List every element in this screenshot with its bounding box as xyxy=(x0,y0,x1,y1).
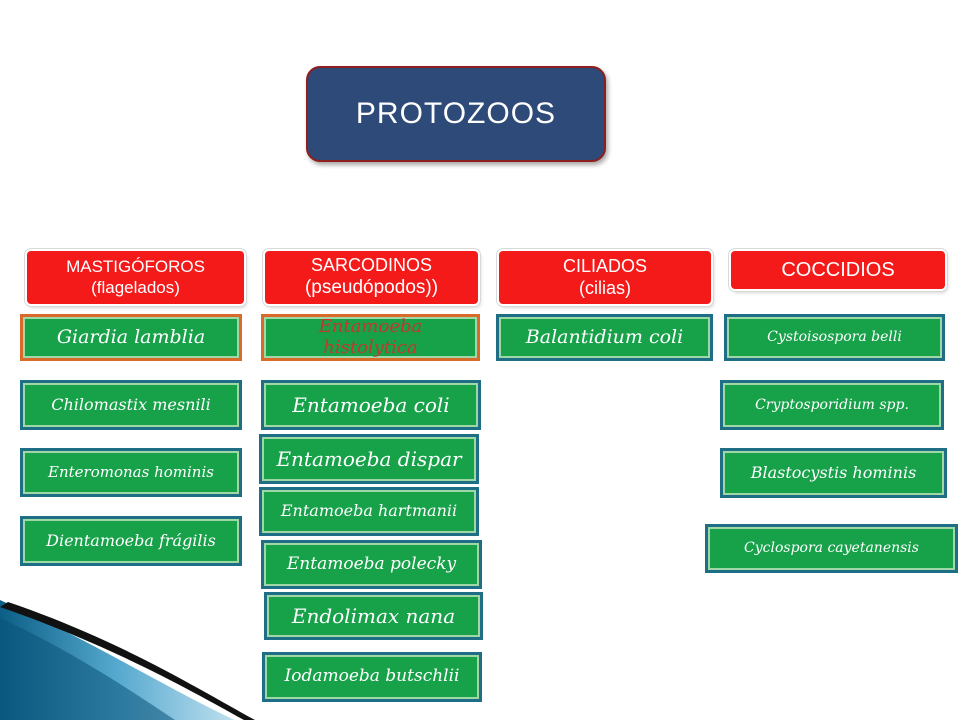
item-cyclospora-cayetanensis: Cyclospora cayetanensis xyxy=(705,524,958,573)
header-ciliados-title: CILIADOS xyxy=(562,255,648,276)
header-mastigoforos-subtitle: (flagelados) xyxy=(91,277,180,297)
header-coccidios: COCCIDIOS xyxy=(731,251,945,289)
item-cystoisospora-belli: Cystoisospora belli xyxy=(724,314,945,361)
item-giardia-lamblia: Giardia lamblia xyxy=(20,314,242,361)
header-mastigoforos-title: MASTIGÓFOROS xyxy=(66,257,205,277)
header-ciliados-subtitle: (cilias) xyxy=(579,277,631,298)
item-entamoeba-dispar: Entamoeba dispar xyxy=(259,434,479,484)
header-sarcodinos: SARCODINOS (pseudópodos)) xyxy=(265,251,478,304)
item-chilomastix-mesnili: Chilomastix mesnili xyxy=(20,380,242,430)
item-dientamoeba-fragilis: Dientamoeba frágilis xyxy=(20,516,242,566)
item-entamoeba-polecky: Entamoeba polecky xyxy=(261,540,482,589)
item-endolimax-nana: Endolimax nana xyxy=(264,592,483,640)
item-entamoeba-coli: Entamoeba coli xyxy=(261,380,481,430)
header-coccidios-title: COCCIDIOS xyxy=(781,259,895,281)
item-balantidium-coli: Balantidium coli xyxy=(496,314,713,361)
title-protozoos: PROTOZOOS xyxy=(306,66,606,162)
item-iodamoeba-butschlii: Iodamoeba butschlii xyxy=(262,652,482,702)
item-entamoeba-hartmanii: Entamoeba hartmanii xyxy=(259,487,479,536)
header-ciliados: CILIADOS (cilias) xyxy=(499,251,711,304)
item-cryptosporidium-spp: Cryptosporidium spp. xyxy=(720,380,944,430)
item-enteromonas-hominis: Enteromonas hominis xyxy=(20,448,242,497)
header-sarcodinos-subtitle: (pseudópodos)) xyxy=(304,276,439,298)
header-mastigoforos: MASTIGÓFOROS (flagelados) xyxy=(27,251,244,304)
item-entamoeba-histolytica: Entamoeba histolytica xyxy=(261,314,480,361)
header-sarcodinos-title: SARCODINOS xyxy=(310,255,433,276)
item-blastocystis-hominis: Blastocystis hominis xyxy=(720,448,947,498)
